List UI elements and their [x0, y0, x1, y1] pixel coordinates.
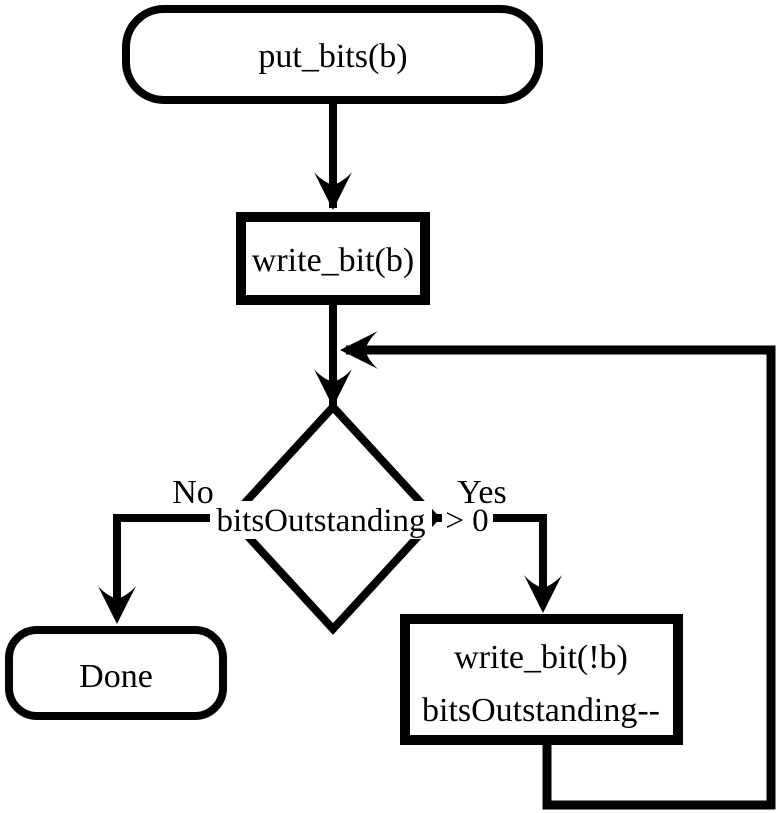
decision-comparison-mask [442, 501, 493, 539]
write-bit-label: write_bit(b) [252, 242, 414, 279]
decision-comparison-label: > 0 [445, 503, 488, 539]
no-edge-label: No [172, 474, 214, 511]
node-done-terminator [5, 626, 227, 720]
start-label: put_bits(b) [258, 38, 407, 75]
decision-text-mask [210, 501, 432, 539]
node-write-bit-process [236, 212, 430, 305]
done-label: Done [79, 658, 153, 695]
decision-label: bitsOutstanding [216, 503, 425, 539]
node-loop-body-process [400, 614, 683, 745]
edge-no-branch [113, 514, 231, 616]
loop-body-line1: write_bit(!b) [454, 639, 628, 676]
node-start-terminator [122, 5, 543, 104]
edge-loop-back [346, 345, 776, 810]
loop-body-line2: bitsOutstanding-- [422, 692, 660, 729]
yes-edge-label: Yes [457, 474, 506, 511]
